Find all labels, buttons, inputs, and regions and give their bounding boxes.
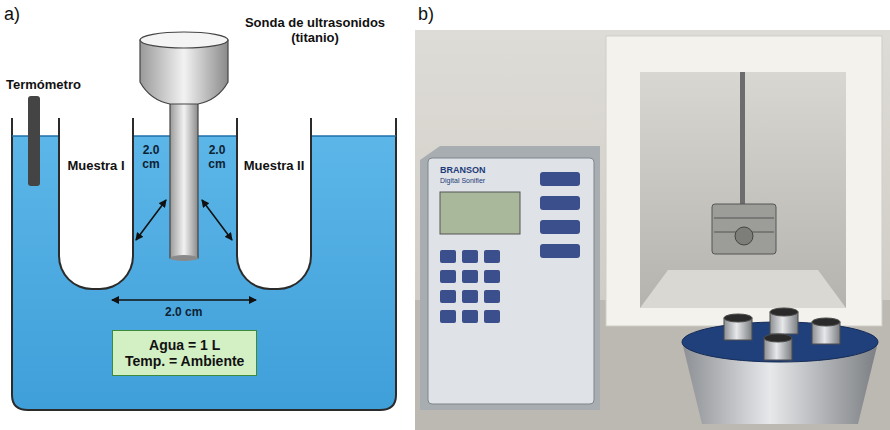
probe-shaft bbox=[170, 100, 198, 258]
node-text: Agua = 1 L bbox=[125, 337, 244, 353]
water-bath bbox=[12, 118, 396, 410]
dimension-arrow bbox=[202, 200, 232, 240]
probe-tip bbox=[170, 255, 198, 261]
control-panel bbox=[428, 158, 594, 404]
sample-cups bbox=[724, 308, 840, 360]
key bbox=[440, 270, 456, 283]
dimension-label: 2.0 cm bbox=[200, 144, 234, 172]
sample-holder bbox=[712, 204, 776, 254]
enclosure-floor bbox=[640, 270, 846, 308]
thermometer bbox=[28, 96, 40, 186]
model-name: Digital Sonifier bbox=[440, 177, 485, 185]
dimension-label: 2.0 cm bbox=[134, 144, 168, 172]
key bbox=[462, 290, 478, 303]
node-text: Muestra I bbox=[60, 158, 132, 173]
node-text: Muestra II bbox=[238, 158, 310, 173]
thermometer-label: Termómetro bbox=[6, 78, 81, 93]
key bbox=[540, 196, 580, 210]
key bbox=[440, 310, 456, 323]
dimension-label: 2.0 cm bbox=[165, 306, 202, 320]
key bbox=[462, 270, 478, 283]
enclosure-opening bbox=[640, 72, 846, 308]
panel-tag: b) bbox=[418, 4, 434, 25]
key bbox=[462, 250, 478, 263]
brand-name: BRANSON bbox=[440, 165, 486, 175]
sample-beaker: Muestra II bbox=[236, 118, 312, 290]
key bbox=[484, 250, 500, 263]
probe-rod bbox=[740, 72, 745, 204]
panel-tag: a) bbox=[4, 4, 20, 25]
keypad bbox=[440, 172, 580, 323]
dimension-arrow bbox=[136, 200, 166, 240]
sonifier-body bbox=[420, 146, 600, 410]
key bbox=[440, 250, 456, 263]
key bbox=[484, 310, 500, 323]
photo bbox=[415, 30, 890, 430]
conditions-box: Agua = 1 LTemp. = Ambiente bbox=[112, 330, 257, 376]
display bbox=[440, 192, 520, 234]
key bbox=[540, 172, 580, 186]
key bbox=[484, 290, 500, 303]
dimension-arrow bbox=[112, 299, 256, 301]
node-text: Temp. = Ambiente bbox=[125, 353, 244, 369]
probe-label: Sonda de ultrasonidos (titanio) bbox=[232, 16, 398, 46]
probe-top bbox=[140, 32, 228, 48]
key bbox=[484, 270, 500, 283]
key bbox=[540, 244, 580, 258]
sample-beaker: Muestra I bbox=[58, 118, 134, 290]
vessel-wall bbox=[12, 118, 396, 410]
key bbox=[440, 290, 456, 303]
sound-enclosure bbox=[606, 36, 882, 326]
key bbox=[540, 220, 580, 234]
thermometer-symbol bbox=[28, 96, 40, 186]
photo-background bbox=[415, 30, 890, 430]
probe-horn bbox=[140, 40, 228, 104]
key bbox=[462, 310, 478, 323]
